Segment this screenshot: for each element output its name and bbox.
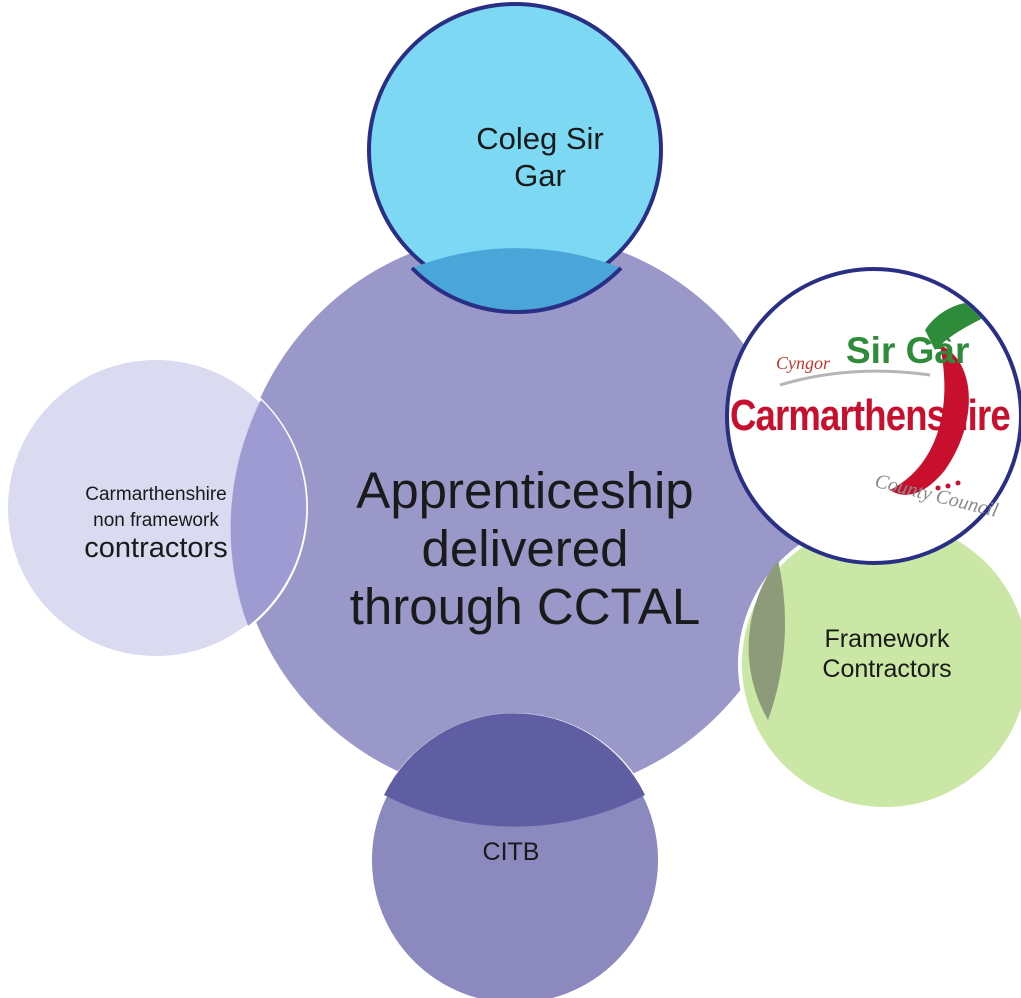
coleg-label-line-2: Gar — [514, 158, 566, 194]
council-logo-circle — [725, 267, 1021, 565]
bottom-overlap — [384, 713, 645, 827]
carmarthenshire-contractors-label: Carmarthenshire non framework contractor… — [25, 482, 287, 565]
framework-label-line-1: Framework — [824, 625, 950, 653]
citb-label: CITB — [482, 838, 540, 866]
center-label-line-3: through CCTAL — [349, 578, 701, 636]
right-overlap — [748, 560, 786, 720]
carm-label-line-3: contractors — [84, 532, 228, 565]
coleg-label-line-1: Coleg Sir — [476, 121, 604, 156]
logo-swoosh-grey — [779, 369, 931, 387]
left-overlap — [230, 400, 307, 626]
carm-label-line-2: non framework — [93, 509, 219, 531]
logo-cyngor-text: Cyngor — [776, 353, 830, 373]
framework-contractors-label: Framework Contractors — [762, 624, 1012, 684]
logo-carmarthenshire-text: Carmarthenshire — [730, 391, 1011, 440]
logo-sir-gar-text: Sir Gâr — [846, 330, 970, 371]
center-label-line-1: Apprenticeship — [356, 462, 694, 519]
framework-label-line-2: Contractors — [822, 655, 952, 683]
logo-swoosh-red — [890, 345, 969, 495]
carm-label-line-1: Carmarthenshire — [85, 484, 227, 505]
top-overlap — [412, 248, 621, 313]
center-label: Apprenticeship delivered through CCTAL — [318, 462, 732, 636]
coleg-sir-gar-label: Coleg Sir Gar — [430, 120, 650, 194]
center-label-line-2: delivered — [421, 520, 629, 578]
